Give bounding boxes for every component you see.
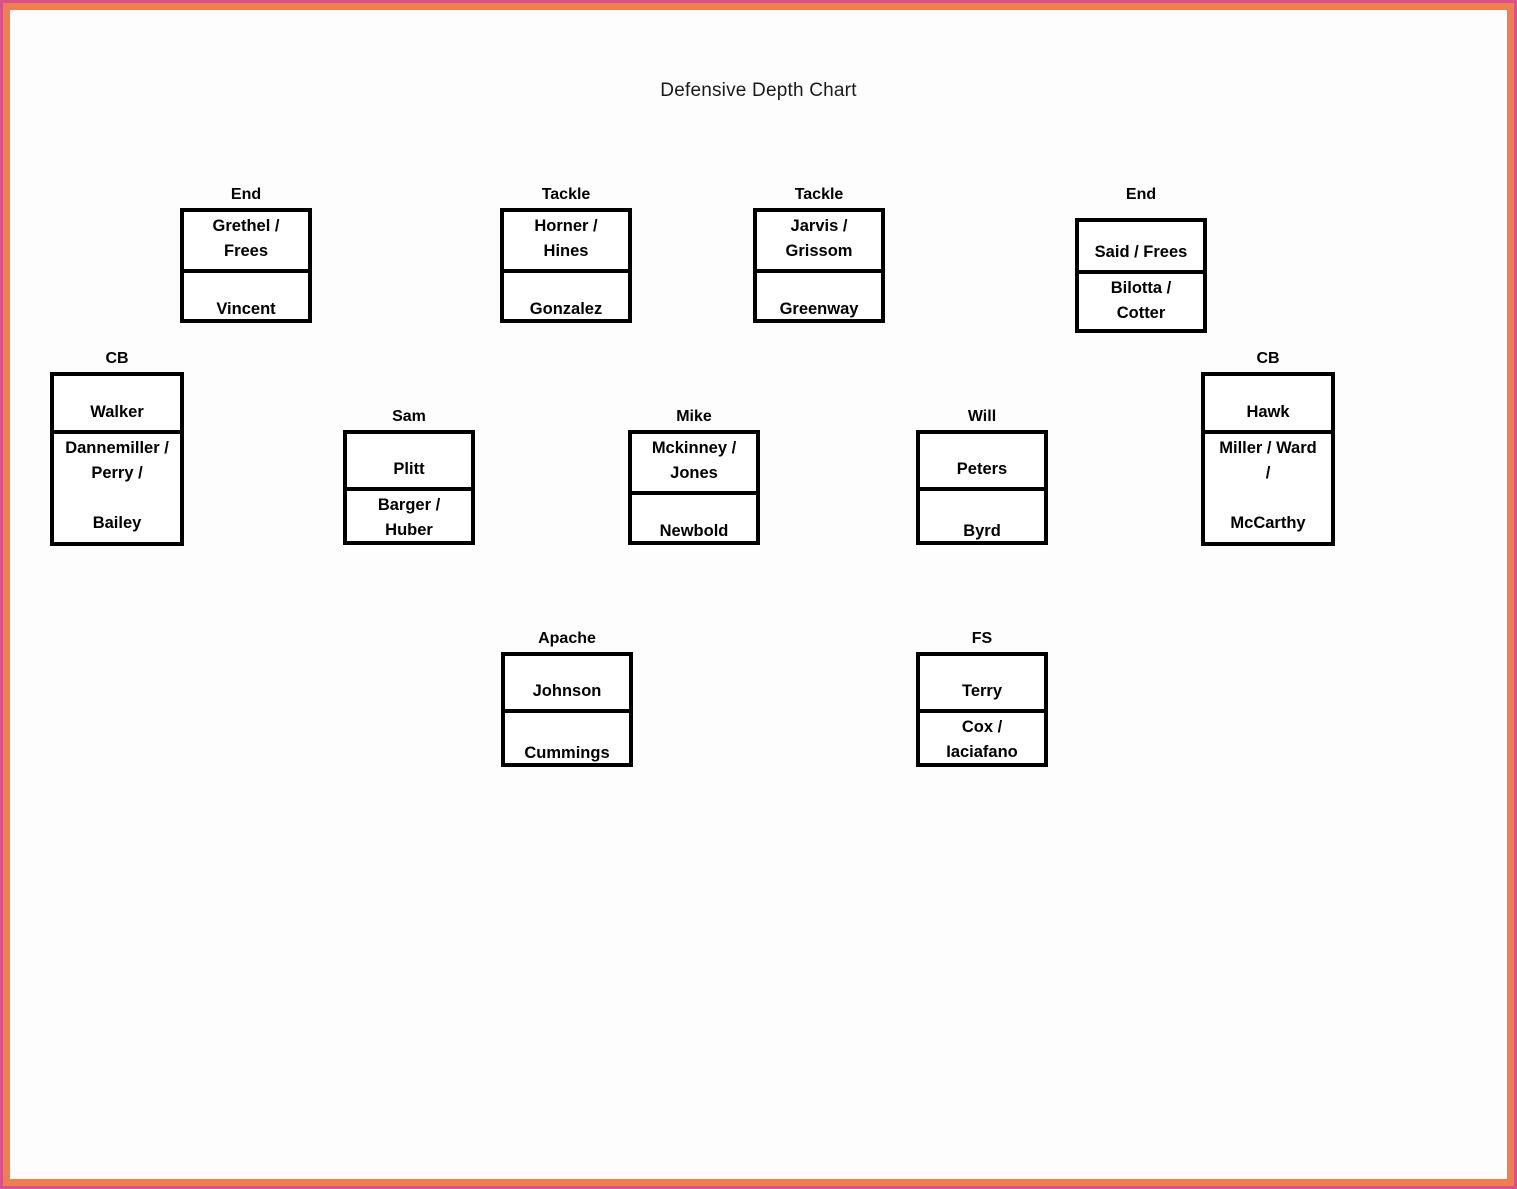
- depth-cell-2[interactable]: Miller / Ward / McCarthy: [1205, 434, 1331, 550]
- depth-box[interactable]: Plitt Barger / Huber: [343, 430, 475, 545]
- position-group-sam: Sam Plitt Barger / Huber: [333, 408, 485, 545]
- depth-cell-text: Walker: [90, 403, 144, 421]
- depth-cell-text: Horner / Hines: [534, 217, 598, 260]
- depth-cell-text: Newbold: [659, 522, 729, 540]
- depth-cell-text: Peters: [956, 460, 1008, 478]
- depth-cell-text: Vincent: [216, 300, 276, 318]
- depth-cell-text: Said / Frees: [1094, 243, 1188, 261]
- depth-cell-2[interactable]: Byrd: [920, 491, 1044, 549]
- depth-cell-2[interactable]: Gonzalez: [504, 273, 628, 327]
- depth-cell-1[interactable]: Grethel / Frees: [184, 212, 308, 273]
- depth-cell-2[interactable]: Greenway: [757, 273, 881, 327]
- depth-cell-1[interactable]: Johnson: [505, 656, 629, 713]
- depth-box[interactable]: Grethel / Frees Vincent: [180, 208, 312, 323]
- chart-canvas: Defensive Depth Chart End Grethel / Free…: [10, 10, 1507, 1179]
- position-label: Apache: [538, 630, 596, 647]
- position-label: CB: [105, 350, 129, 367]
- depth-cell-text: Bilotta / Cotter: [1110, 279, 1172, 322]
- position-group-cb-right: CB Hawk Miller / Ward / McCarthy: [1192, 350, 1344, 546]
- depth-cell-text: Terry: [961, 682, 1003, 700]
- depth-cell-text: Mckinney / Jones: [651, 439, 737, 482]
- position-label: End: [1125, 186, 1157, 203]
- depth-cell-text: Hawk: [1246, 403, 1290, 421]
- position-group-mike: Mike Mckinney / Jones Newbold: [618, 408, 770, 545]
- depth-cell-text: Plitt: [393, 460, 425, 478]
- depth-box[interactable]: Said / Frees Bilotta / Cotter: [1075, 218, 1207, 333]
- position-group-end-right: End Said / Frees Bilotta / Cotter: [1065, 186, 1217, 333]
- position-group-tackle-left: Tackle Horner / Hines Gonzalez: [490, 186, 642, 323]
- depth-box[interactable]: Peters Byrd: [916, 430, 1048, 545]
- depth-box[interactable]: Johnson Cummings: [501, 652, 633, 767]
- position-group-cb-left: CB Walker Dannemiller / Perry / Bailey: [41, 350, 193, 546]
- depth-box[interactable]: Walker Dannemiller / Perry / Bailey: [50, 372, 184, 546]
- depth-cell-text: Gonzalez: [529, 300, 603, 318]
- position-group-apache: Apache Johnson Cummings: [491, 630, 643, 767]
- depth-cell-text: Cox / Iaciafano: [946, 718, 1018, 761]
- position-group-tackle-right: Tackle Jarvis / Grissom Greenway: [743, 186, 895, 323]
- depth-cell-text: Dannemiller / Perry / Bailey: [65, 439, 169, 532]
- depth-cell-2[interactable]: Newbold: [632, 495, 756, 549]
- depth-cell-text: Cummings: [524, 744, 610, 762]
- depth-cell-1[interactable]: Walker: [54, 376, 180, 434]
- depth-cell-2[interactable]: Dannemiller / Perry / Bailey: [54, 434, 180, 550]
- depth-cell-text: Greenway: [779, 300, 859, 318]
- depth-box[interactable]: Mckinney / Jones Newbold: [628, 430, 760, 545]
- depth-cell-2[interactable]: Vincent: [184, 273, 308, 327]
- depth-cell-2[interactable]: Barger / Huber: [347, 491, 471, 549]
- depth-cell-1[interactable]: Peters: [920, 434, 1044, 491]
- position-label: Will: [967, 408, 997, 425]
- depth-cell-text: Byrd: [963, 522, 1001, 540]
- position-label: Tackle: [794, 186, 844, 203]
- position-label: Tackle: [541, 186, 591, 203]
- depth-cell-text: Miller / Ward / McCarthy: [1219, 439, 1317, 532]
- depth-cell-text: Johnson: [532, 682, 602, 700]
- position-group-end-left: End Grethel / Frees Vincent: [170, 186, 322, 323]
- depth-box[interactable]: Jarvis / Grissom Greenway: [753, 208, 885, 323]
- position-label: End: [230, 186, 262, 203]
- depth-cell-1[interactable]: Plitt: [347, 434, 471, 491]
- depth-cell-text: Barger / Huber: [377, 496, 441, 539]
- page-title: Defensive Depth Chart: [660, 80, 857, 101]
- depth-cell-text: Grethel / Frees: [212, 217, 280, 260]
- position-label: Mike: [676, 408, 712, 425]
- depth-cell-1[interactable]: Jarvis / Grissom: [757, 212, 881, 273]
- position-label: CB: [1256, 350, 1280, 367]
- position-label: Sam: [392, 408, 426, 425]
- depth-cell-1[interactable]: Said / Frees: [1079, 222, 1203, 274]
- depth-cell-1[interactable]: Mckinney / Jones: [632, 434, 756, 495]
- depth-box[interactable]: Horner / Hines Gonzalez: [500, 208, 632, 323]
- depth-box[interactable]: Hawk Miller / Ward / McCarthy: [1201, 372, 1335, 546]
- position-label: FS: [971, 630, 993, 647]
- position-group-fs: FS Terry Cox / Iaciafano: [906, 630, 1058, 767]
- depth-cell-2[interactable]: Bilotta / Cotter: [1079, 274, 1203, 337]
- depth-cell-text: Jarvis / Grissom: [785, 217, 853, 260]
- depth-cell-1[interactable]: Hawk: [1205, 376, 1331, 434]
- depth-box[interactable]: Terry Cox / Iaciafano: [916, 652, 1048, 767]
- depth-cell-2[interactable]: Cummings: [505, 713, 629, 771]
- depth-cell-1[interactable]: Horner / Hines: [504, 212, 628, 273]
- depth-cell-2[interactable]: Cox / Iaciafano: [920, 713, 1044, 771]
- position-group-will: Will Peters Byrd: [906, 408, 1058, 545]
- depth-cell-1[interactable]: Terry: [920, 656, 1044, 713]
